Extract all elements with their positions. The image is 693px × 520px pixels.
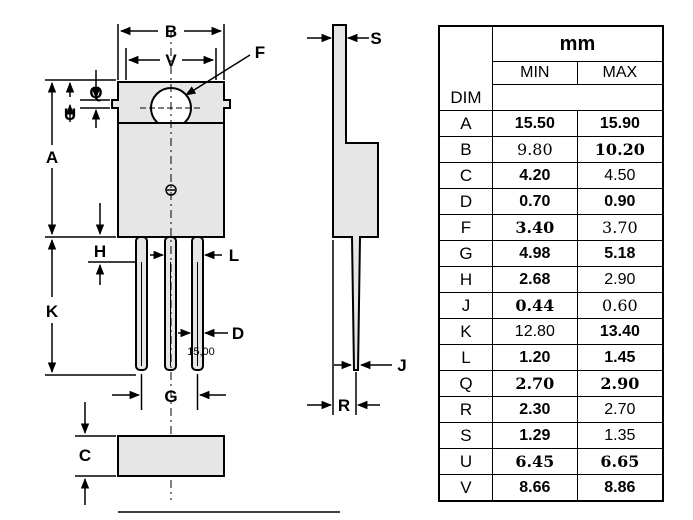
dim-header-row: DIM bbox=[438, 84, 663, 111]
max-cell: 2.90 bbox=[576, 265, 664, 293]
min-cell: 4.98 bbox=[491, 239, 578, 267]
label-F: F bbox=[255, 43, 265, 62]
label-K: K bbox=[46, 302, 59, 321]
min-cell: 2.30 bbox=[491, 395, 578, 423]
label-S: S bbox=[370, 29, 381, 48]
max-header: MAX bbox=[576, 61, 664, 85]
max-cell: 13.40 bbox=[576, 317, 664, 345]
label-U: U bbox=[64, 105, 76, 124]
dim-cell: B bbox=[438, 135, 493, 163]
label-H: H bbox=[94, 242, 106, 261]
min-cell: 3.40 bbox=[491, 213, 578, 241]
max-cell: 10.20 bbox=[576, 135, 664, 163]
max-cell: 1.35 bbox=[576, 421, 664, 449]
pin-note: 15,00 bbox=[187, 346, 215, 358]
max-cell: 1.45 bbox=[576, 343, 664, 371]
label-J: J bbox=[397, 356, 406, 375]
min-cell: 1.29 bbox=[491, 421, 578, 449]
max-cell: 6.65 bbox=[576, 447, 664, 475]
dim-cell: R bbox=[438, 395, 493, 423]
min-cell: 1.20 bbox=[491, 343, 578, 371]
min-cell: 0.44 bbox=[491, 291, 578, 319]
min-cell: 2.70 bbox=[491, 369, 578, 397]
dim-cell: D bbox=[438, 187, 493, 215]
dim-cell: F bbox=[438, 213, 493, 241]
dim-cell: H bbox=[438, 265, 493, 293]
label-G: G bbox=[164, 387, 177, 406]
max-cell: 8.86 bbox=[576, 473, 664, 501]
package-side-view bbox=[332, 24, 379, 371]
min-cell: 12.80 bbox=[491, 317, 578, 345]
unit-header: mm bbox=[491, 25, 664, 62]
dim-cell: L bbox=[438, 343, 493, 371]
package-bottom-view bbox=[117, 435, 225, 477]
label-L: L bbox=[229, 246, 239, 265]
label-D: D bbox=[232, 324, 244, 343]
dim-cell: J bbox=[438, 291, 493, 319]
min-cell: 6.45 bbox=[491, 447, 578, 475]
max-cell: 2.70 bbox=[576, 395, 664, 423]
label-A: A bbox=[46, 148, 58, 167]
max-cell: 3.70 bbox=[576, 213, 664, 241]
label-C: C bbox=[79, 446, 91, 465]
max-cell: 2.90 bbox=[576, 369, 664, 397]
dim-cell: V bbox=[438, 473, 493, 501]
dim-cell: K bbox=[438, 317, 493, 345]
min-cell: 9.80 bbox=[491, 135, 578, 163]
label-Q: Q bbox=[89, 83, 102, 102]
dim-cell: U bbox=[438, 447, 493, 475]
max-cell: 0.90 bbox=[576, 187, 664, 215]
min-cell: 4.20 bbox=[491, 161, 578, 189]
label-V: V bbox=[165, 51, 177, 70]
max-cell: 15.90 bbox=[576, 109, 664, 137]
max-cell: 0.60 bbox=[576, 291, 664, 319]
min-cell: 15.50 bbox=[491, 109, 578, 137]
label-B: B bbox=[165, 22, 177, 41]
table-corner bbox=[438, 25, 493, 85]
label-R: R bbox=[338, 396, 350, 415]
min-cell: 2.68 bbox=[491, 265, 578, 293]
dim-cell: S bbox=[438, 421, 493, 449]
max-cell: 5.18 bbox=[576, 239, 664, 267]
dim-cell: C bbox=[438, 161, 493, 189]
dim-cell: G bbox=[438, 239, 493, 267]
min-cell: 0.70 bbox=[491, 187, 578, 215]
max-cell: 4.50 bbox=[576, 161, 664, 189]
dim-cell: A bbox=[438, 109, 493, 137]
dim-header: DIM bbox=[438, 84, 493, 111]
dim-cell: Q bbox=[438, 369, 493, 397]
min-cell: 8.66 bbox=[491, 473, 578, 501]
min-header: MIN bbox=[491, 61, 578, 85]
